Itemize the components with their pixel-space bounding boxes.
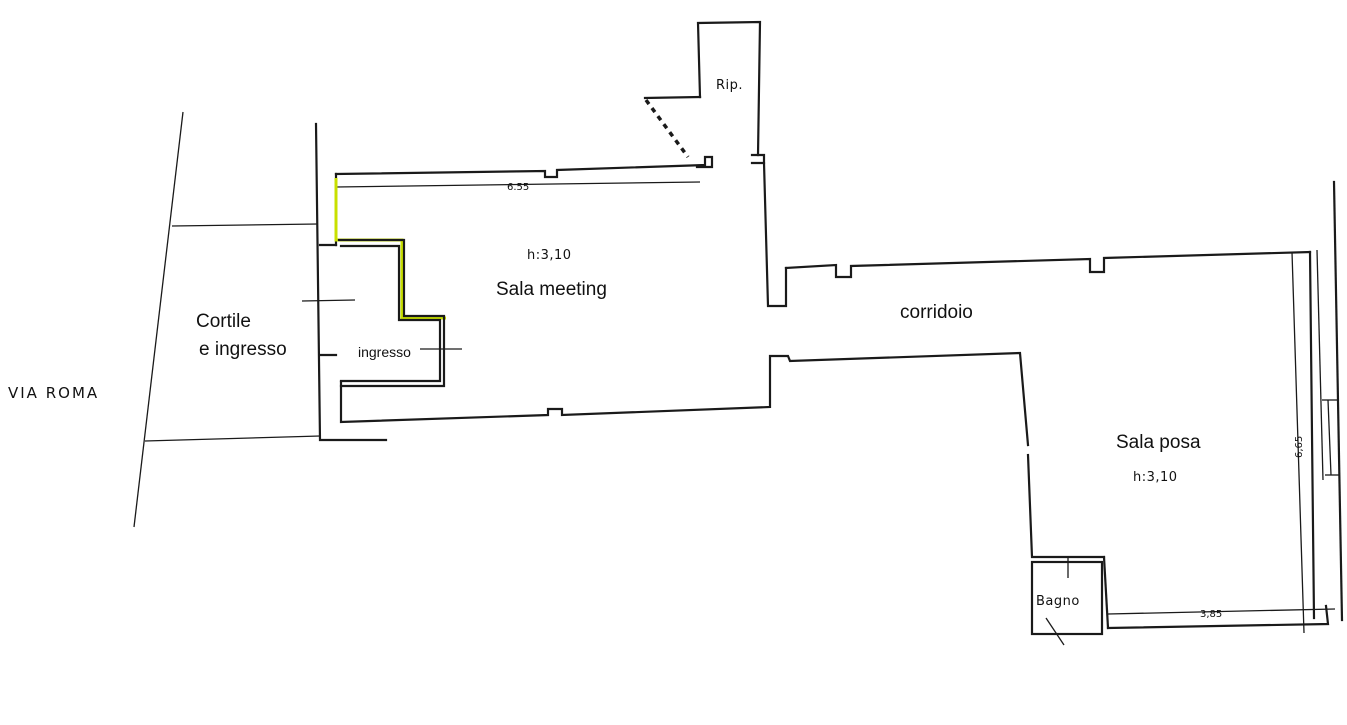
ingresso-wall-outer xyxy=(337,238,446,388)
corridoio-walls xyxy=(784,250,1312,279)
bagno-wall-right xyxy=(1102,555,1110,630)
meeting-wall-top xyxy=(334,155,714,179)
bagno-vent-line xyxy=(1045,617,1065,646)
posa-depth-dimension-line xyxy=(1291,251,1305,634)
sala-posa-label: Sala posa xyxy=(1116,432,1201,453)
bagno-walls xyxy=(1030,555,1110,646)
sala-posa-height-label: h:3,10 xyxy=(1133,470,1178,485)
meeting-wall-bottom xyxy=(339,351,1030,447)
posa-width-dimension-line xyxy=(1107,608,1336,615)
courtyard-bottom-line xyxy=(144,435,321,442)
external-wall-2 xyxy=(1316,249,1324,481)
ripostiglio-walls xyxy=(643,20,788,308)
street-label: VIA ROMA xyxy=(8,384,99,402)
external-wall-1 xyxy=(1332,180,1344,622)
ingresso-wall-inner xyxy=(339,244,442,383)
rip-wall-lower xyxy=(762,161,788,308)
sala-meeting-walls xyxy=(334,155,1030,447)
rip-door-swing xyxy=(644,98,690,159)
street-edge-line xyxy=(133,111,184,528)
cortile-label-line1: Cortile xyxy=(196,311,251,332)
sala-posa-walls xyxy=(1026,250,1336,634)
entry-wall xyxy=(301,122,388,442)
cortile-label-line2: e ingresso xyxy=(199,339,287,360)
entry-door-mark xyxy=(301,299,356,302)
rip-jamb xyxy=(750,153,766,165)
entry-wall-outer xyxy=(314,122,388,442)
posa-wall-right-inner xyxy=(1308,250,1316,620)
sala-meeting-label: Sala meeting xyxy=(496,279,607,300)
courtyard-boundary xyxy=(133,111,321,528)
ripostiglio-label: Rip. xyxy=(716,78,743,93)
right-external-walls xyxy=(1316,180,1344,622)
rip-wall-outer xyxy=(696,20,762,157)
ingresso-walls xyxy=(334,178,462,388)
rip-wall-bottom xyxy=(643,95,702,100)
ingresso-label: ingresso xyxy=(358,344,411,360)
sala-meeting-height-label: h:3,10 xyxy=(527,248,572,263)
sala-meeting-width-dimension: 6.55 xyxy=(507,182,529,193)
meeting-dimension-line xyxy=(335,181,701,188)
corridor-wall-top xyxy=(784,250,1312,279)
sala-posa-depth-dimension: 6,65 xyxy=(1294,436,1305,458)
external-wall-5 xyxy=(1327,399,1332,476)
sala-posa-width-dimension: 3,85 xyxy=(1200,609,1222,620)
corridoio-label: corridoio xyxy=(900,302,973,323)
bagno-label: Bagno xyxy=(1036,594,1080,609)
posa-wall-bottom xyxy=(1106,604,1330,630)
courtyard-top-line xyxy=(171,223,319,227)
posa-wall-left xyxy=(1026,453,1106,559)
bagno-outline xyxy=(1030,560,1104,636)
ingresso-highlight xyxy=(334,178,446,320)
